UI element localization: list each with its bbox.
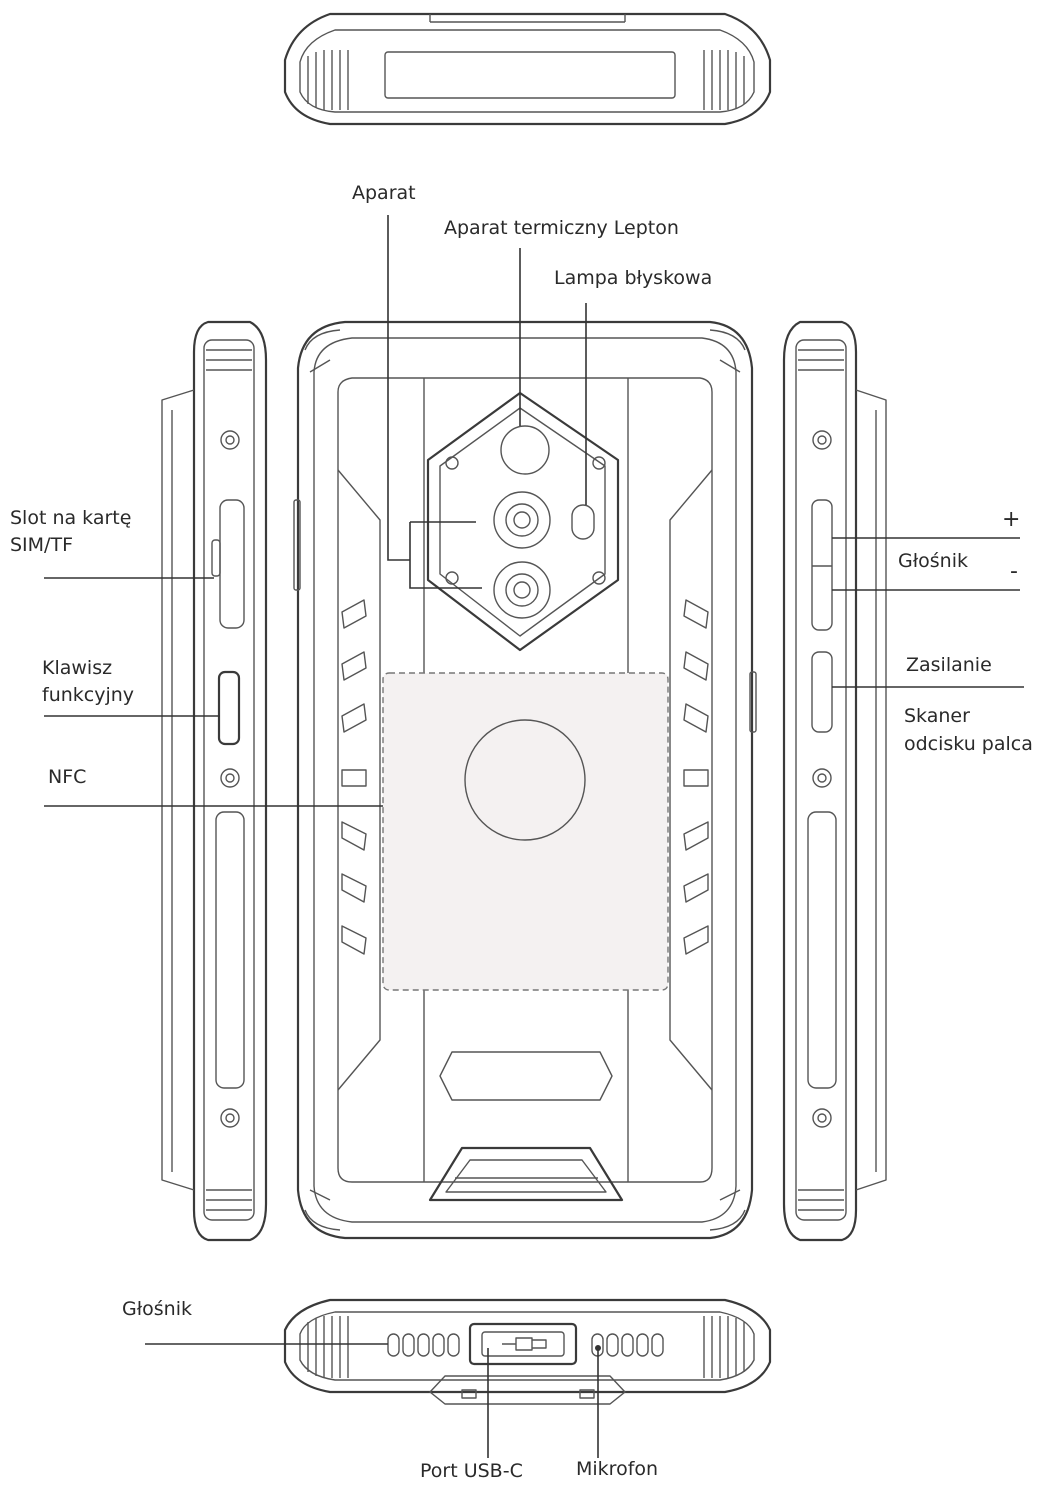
label-function-key-line2: funkcyjny [42, 684, 135, 706]
label-camera: Aparat [352, 182, 416, 204]
label-nfc: NFC [48, 766, 87, 788]
label-thermal-camera: Aparat termiczny Lepton [444, 217, 679, 239]
phone-left-side-view [161, 320, 268, 1242]
label-microphone: Mikrofon [576, 1458, 659, 1480]
label-flash: Lampa błyskowa [554, 267, 713, 289]
label-sim-slot-line2: SIM/TF [10, 534, 73, 556]
label-function-key-line1: Klawisz [42, 657, 113, 679]
leader-camera [387, 215, 410, 561]
label-fingerprint-line2: odcisku palca [904, 733, 1033, 755]
phone-back-view [293, 320, 757, 1240]
label-power: Zasilanie [906, 654, 992, 676]
leader-camera-lens-1 [409, 522, 482, 589]
label-volume: Głośnik [898, 550, 968, 572]
label-usb-port: Port USB-C [420, 1460, 523, 1482]
label-volume-minus: - [1010, 559, 1018, 584]
phone-right-side-view [782, 320, 887, 1242]
microphone-hole [595, 1345, 601, 1351]
label-volume-plus: + [1002, 507, 1021, 532]
phone-bottom-view [283, 1298, 772, 1405]
phone-top-view [283, 12, 772, 126]
leader-lines [44, 215, 1024, 1458]
label-sim-slot-line1: Slot na kartę [10, 507, 132, 529]
label-fingerprint-line1: Skaner [904, 705, 970, 727]
label-bottom-speaker: Głośnik [122, 1298, 192, 1320]
